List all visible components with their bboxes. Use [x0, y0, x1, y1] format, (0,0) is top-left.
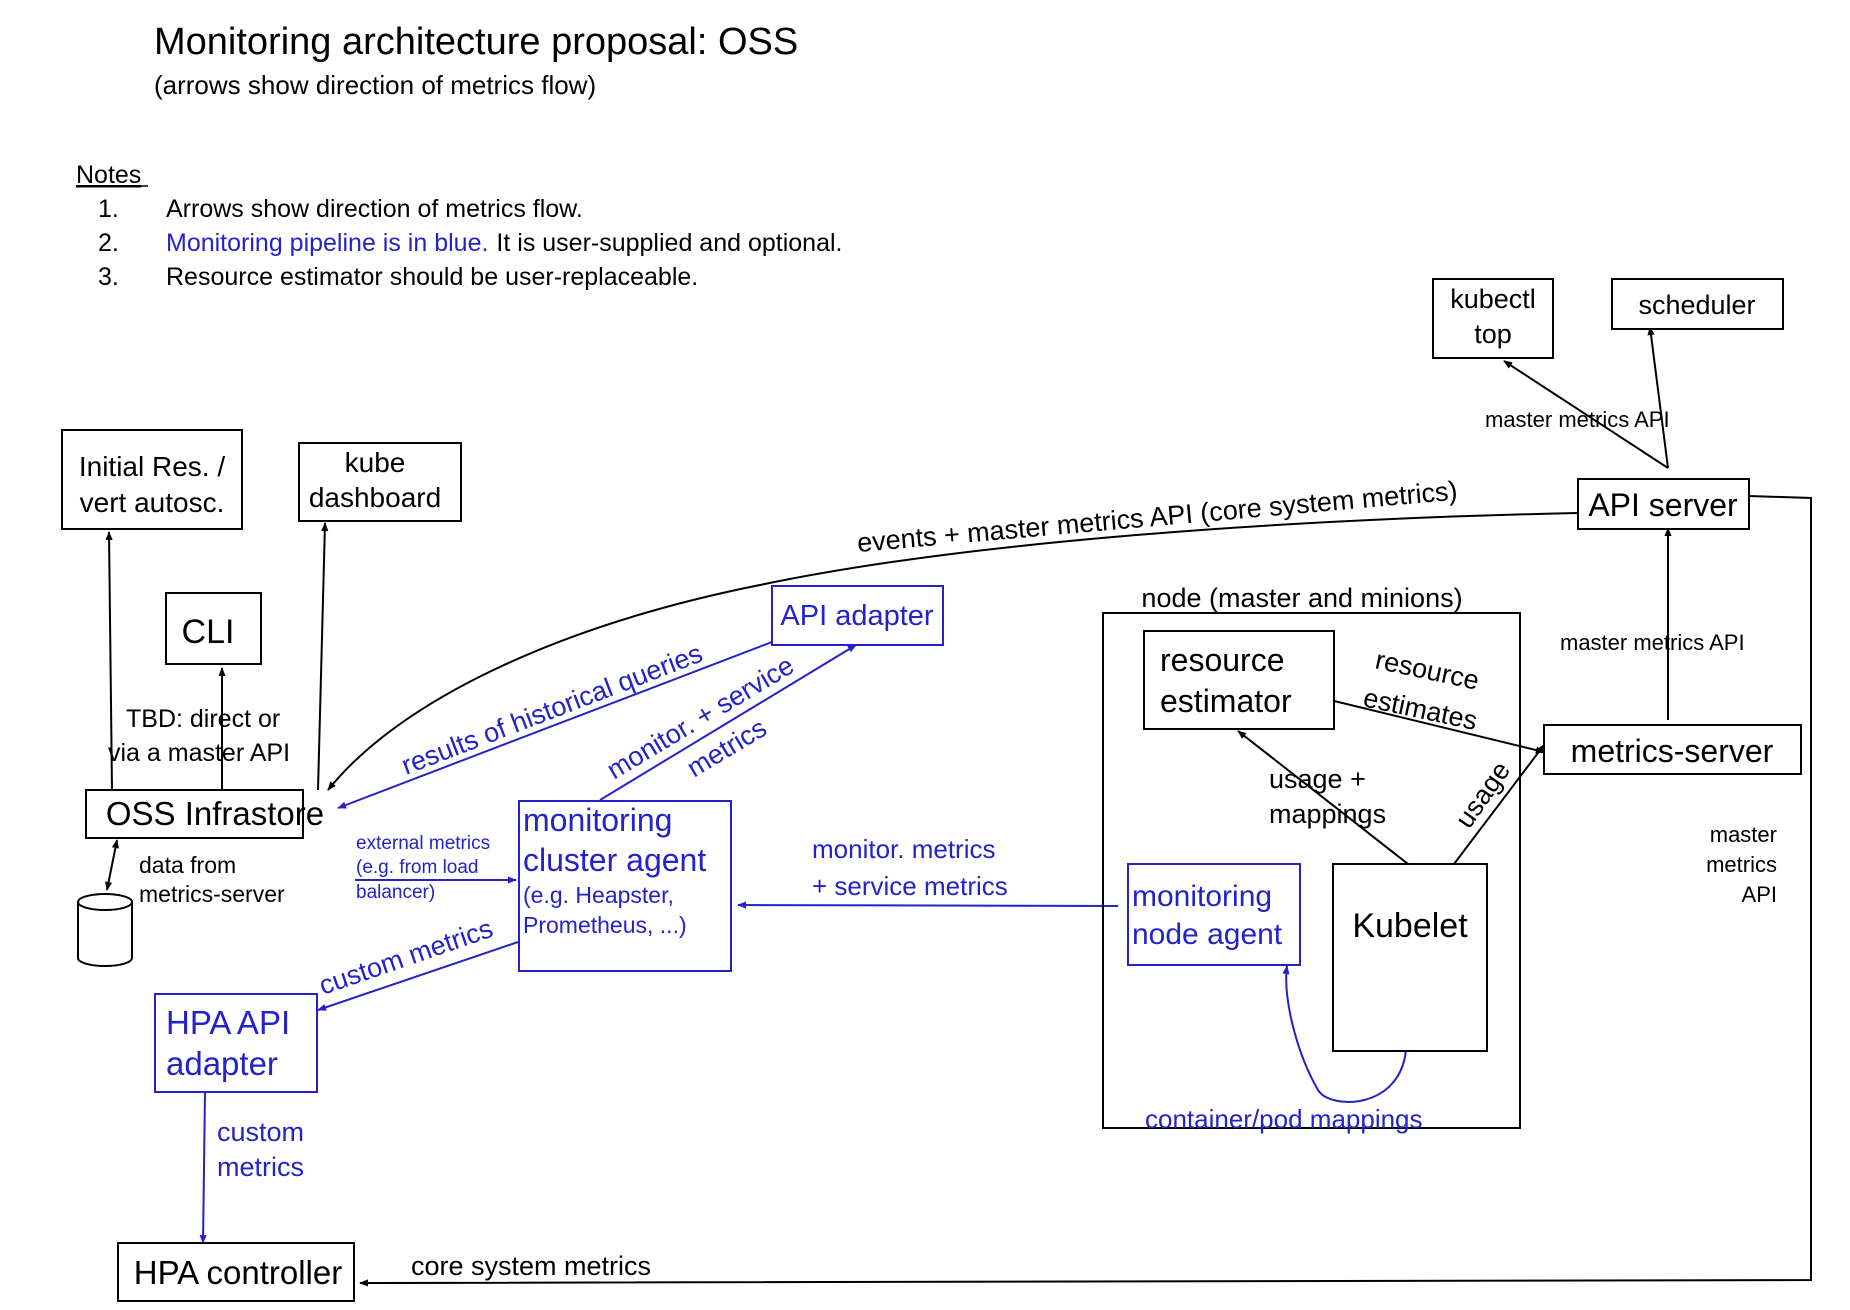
cylinder-database-icon — [77, 893, 133, 967]
black-edges — [105, 326, 1812, 1287]
label-data-from-1: data from — [139, 852, 236, 878]
api-adapter-label: API adapter — [780, 600, 933, 632]
edge-clusteragent-to-hpaadapter — [317, 941, 519, 1011]
note-1-text: Arrows show direction of metrics flow. — [166, 195, 583, 223]
note-2-text: It is user-supplied and optional. — [496, 229, 842, 257]
resource-estimator-label-2: estimator — [1160, 683, 1292, 719]
edge-clusteragent-to-apiadapter — [599, 644, 857, 801]
edge-kubelet-to-nodeagent — [1282, 965, 1407, 1103]
kubectl-top-label-1: kubectl — [1450, 284, 1536, 314]
edge-apiserver-to-scheduler — [1647, 326, 1669, 469]
api-adapter-node: API adapter — [771, 585, 944, 646]
edge-nodeagent-to-clusteragent — [737, 901, 1119, 909]
kubectl-top-node: kubectl top — [1432, 278, 1554, 359]
kube-dashboard-label-1: kube — [345, 447, 406, 478]
edge-apiadapter-to-infrastore — [337, 641, 773, 809]
label-custom-metrics-2: metrics — [217, 1152, 304, 1182]
node-agent-label-2: node agent — [1132, 918, 1283, 951]
monitoring-cluster-agent-node: monitoring cluster agent (e.g. Heapster,… — [518, 800, 732, 972]
edge-estimator-to-metricsserver — [1329, 699, 1545, 754]
kubectl-top-label-2: top — [1474, 319, 1512, 349]
cluster-agent-label-1: monitoring — [523, 802, 672, 838]
label-custom-metrics-diagonal: custom metrics — [315, 913, 496, 1000]
cli-node: CLI — [165, 592, 262, 665]
label-tbd-2: via a master API — [108, 739, 290, 767]
edge-infrastore-to-dashboard — [317, 522, 329, 791]
label-usage-mappings-1: usage + — [1269, 764, 1366, 794]
kubelet-label: Kubelet — [1352, 907, 1468, 945]
hpa-api-adapter-label-1: HPA API — [166, 1004, 290, 1041]
label-master-metrics-vertical-2: metrics — [1706, 852, 1777, 877]
kube-dashboard-node: kube dashboard — [298, 442, 462, 522]
node-container: node (master and minions) — [1102, 583, 1521, 1129]
api-server-label: API server — [1588, 487, 1738, 523]
note-3-text: Resource estimator should be user-replac… — [166, 263, 698, 291]
edge-hpaadapter-to-hpacontroller — [199, 1092, 207, 1244]
metrics-server-label: metrics-server — [1571, 733, 1774, 769]
resource-estimator-node: resource estimator — [1143, 630, 1335, 730]
initial-res-label-1: Initial Res. / — [79, 451, 225, 482]
scheduler-label: scheduler — [1638, 290, 1755, 320]
edge-database-infrastore — [105, 839, 119, 891]
edge-kubelet-to-estimator — [1237, 730, 1409, 865]
label-master-metrics-vertical-3: API — [1742, 882, 1777, 907]
scheduler-node: scheduler — [1611, 278, 1784, 330]
label-usage-mappings-2: mappings — [1269, 799, 1386, 829]
hpa-api-adapter-node: HPA API adapter — [154, 993, 318, 1093]
initial-res-node: Initial Res. / vert autosc. — [61, 429, 243, 530]
note-1-number: 1. — [98, 195, 119, 223]
label-master-metrics-api-right: master metrics API — [1560, 630, 1745, 655]
initial-res-label-2: vert autosc. — [80, 487, 225, 518]
edge-kubelet-to-metricsserver — [1453, 744, 1545, 865]
notes-section: Notes 1. Arrows show direction of metric… — [76, 161, 842, 291]
note-2-blue-text: Monitoring pipeline is in blue. — [166, 229, 488, 257]
label-external-metrics-3: balancer) — [356, 882, 435, 903]
label-monitor-metrics-2: + service metrics — [812, 871, 1008, 901]
diagram-subtitle: (arrows show direction of metrics flow) — [154, 70, 596, 100]
monitoring-node-agent-node: monitoring node agent — [1127, 863, 1301, 966]
hpa-controller-node: HPA controller — [117, 1242, 355, 1302]
blue-edges — [199, 641, 1407, 1244]
edge-apiserver-to-infrastore — [327, 512, 1579, 791]
hpa-controller-label: HPA controller — [134, 1254, 342, 1291]
note-3-number: 3. — [98, 263, 119, 291]
cluster-agent-label-3: (e.g. Heapster, — [523, 882, 674, 908]
svg-text:Monitoring pipeline is in blue: Monitoring pipeline is in blue. It is use… — [166, 229, 842, 257]
label-monitor-metrics-1: monitor. metrics — [812, 834, 996, 864]
label-external-metrics-2: (e.g. from load — [356, 857, 479, 878]
cluster-agent-label-2: cluster agent — [523, 842, 706, 878]
label-tbd-1: TBD: direct or — [126, 705, 280, 733]
notes-heading: Notes — [76, 161, 141, 189]
api-server-node: API server — [1577, 478, 1750, 530]
metrics-server-node: metrics-server — [1543, 724, 1802, 775]
kube-dashboard-label-2: dashboard — [309, 482, 441, 513]
label-data-from-2: metrics-server — [139, 881, 285, 907]
label-custom-metrics-1: custom — [217, 1117, 304, 1147]
cli-label: CLI — [182, 613, 235, 651]
oss-infrastore-node: OSS Infrastore — [85, 789, 324, 839]
edge-apiserver-to-kubectl — [1503, 360, 1669, 469]
label-events-master-metrics: events + master metrics API (core system… — [856, 476, 1459, 558]
kubelet-node: Kubelet — [1332, 863, 1488, 1052]
hpa-api-adapter-label-2: adapter — [166, 1045, 278, 1082]
label-master-metrics-vertical-1: master — [1710, 822, 1777, 847]
diagram-title: Monitoring architecture proposal: OSS — [154, 21, 798, 63]
edge-infrastore-to-initialres — [105, 531, 113, 791]
label-master-metrics-api-top: master metrics API — [1485, 407, 1670, 432]
label-core-system-metrics: core system metrics — [411, 1251, 651, 1281]
resource-estimator-label-1: resource — [1160, 642, 1285, 678]
label-external-metrics-1: external metrics — [356, 833, 490, 854]
node-agent-label-1: monitoring — [1132, 880, 1272, 913]
oss-infrastore-label: OSS Infrastore — [106, 795, 324, 832]
node-container-label: node (master and minions) — [1141, 583, 1462, 613]
note-2-number: 2. — [98, 229, 119, 257]
cluster-agent-label-4: Prometheus, ...) — [523, 912, 687, 938]
label-container-pod-mappings: container/pod mappings — [1145, 1104, 1423, 1134]
edge-apiserver-to-hpa-controller — [359, 495, 1812, 1287]
